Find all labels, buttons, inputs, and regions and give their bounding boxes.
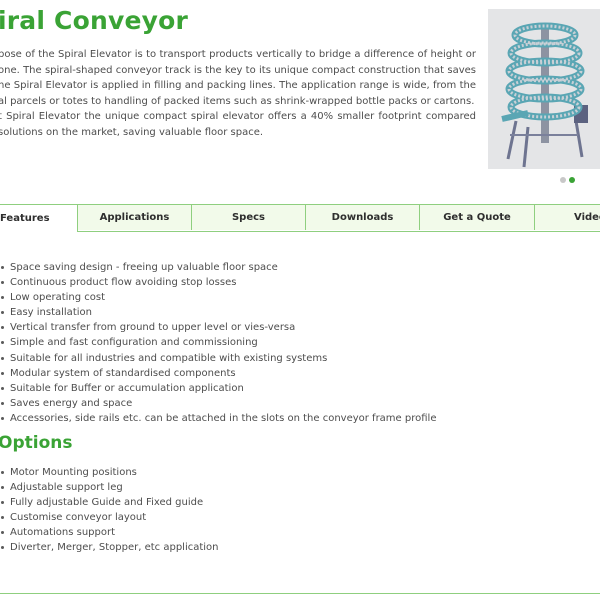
tab-specs[interactable]: Specs [192, 204, 306, 230]
list-item: Simple and fast configuration and commis… [0, 335, 436, 350]
spiral-conveyor-photo-icon [488, 9, 600, 169]
divider [0, 593, 600, 594]
list-item: Motor Mounting positions [0, 465, 219, 480]
page-title: iral Conveyor [0, 6, 189, 35]
list-item: Accessories, side rails etc. can be atta… [0, 411, 436, 426]
list-item: Diverter, Merger, Stopper, etc applicati… [0, 540, 219, 555]
carousel-dot[interactable] [560, 177, 566, 183]
intro-line: t Spiral Elevator the unique compact spi… [0, 111, 476, 122]
list-item: Space saving design - freeing up valuabl… [0, 260, 436, 275]
carousel-dot-active[interactable] [569, 177, 575, 183]
intro-line: pose of the Spiral Elevator is to transp… [0, 49, 476, 60]
options-heading: Options [0, 433, 73, 453]
intro-line: he Spiral Elevator is applied in filling… [0, 80, 476, 91]
tab-get-a-quote[interactable]: Get a Quote [420, 204, 535, 230]
tab-applications[interactable]: Applications [78, 204, 192, 230]
list-item: Suitable for Buffer or accumulation appl… [0, 381, 436, 396]
tab-video[interactable]: Video [535, 204, 600, 230]
list-item: Automations support [0, 525, 219, 540]
features-list: Space saving design - freeing up valuabl… [0, 260, 436, 426]
intro-line: solutions on the market, saving valuable… [0, 126, 264, 138]
list-item: Modular system of standardised component… [0, 366, 436, 381]
list-item: Saves energy and space [0, 396, 436, 411]
product-photo[interactable] [488, 9, 600, 169]
list-item: Vertical transfer from ground to upper l… [0, 320, 436, 335]
tab-downloads[interactable]: Downloads [306, 204, 420, 230]
intro-text: pose of the Spiral Elevator is to transp… [0, 47, 476, 140]
tab-features[interactable]: Features [0, 204, 78, 232]
list-item: Easy installation [0, 305, 436, 320]
list-item: Adjustable support leg [0, 480, 219, 495]
tab-bar: Features Applications Specs Downloads Ge… [0, 204, 600, 232]
intro-line: al parcels or totes to handling of packe… [0, 95, 475, 107]
list-item: Suitable for all industries and compatib… [0, 351, 436, 366]
list-item: Continuous product flow avoiding stop lo… [0, 275, 436, 290]
list-item: Fully adjustable Guide and Fixed guide [0, 495, 219, 510]
carousel-dots [560, 177, 575, 183]
options-list: Motor Mounting positions Adjustable supp… [0, 465, 219, 556]
list-item: Low operating cost [0, 290, 436, 305]
intro-line: one. The spiral-shaped conveyor track is… [0, 64, 476, 76]
list-item: Customise conveyor layout [0, 510, 219, 525]
